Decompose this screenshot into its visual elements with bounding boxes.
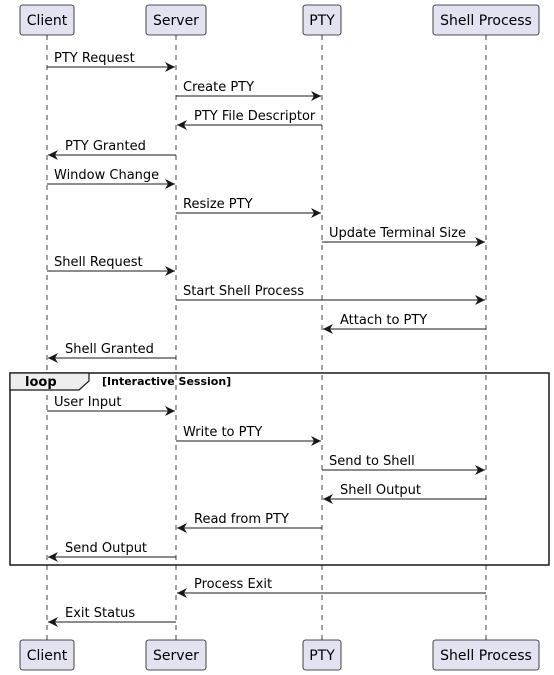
message-19: Exit Status: [48, 606, 176, 627]
participant-server-top: Server: [145, 4, 207, 36]
participant-label: Server: [153, 648, 199, 664]
participant-label: Server: [153, 13, 199, 29]
message-14: Send to Shell: [322, 454, 485, 475]
participant-client-top: Client: [19, 4, 75, 36]
message-2: Create PTY: [176, 80, 321, 101]
fragment-tab: [9, 372, 90, 391]
message-11: Shell Granted: [48, 342, 176, 363]
participant-box: [19, 639, 75, 671]
participant-box: [19, 4, 75, 36]
fragment-condition: [Interactive Session]: [102, 375, 231, 388]
message-1: PTY Request: [47, 51, 175, 72]
message-label: PTY Granted: [65, 139, 146, 154]
message-label: Send Output: [65, 541, 147, 556]
message-label: Update Terminal Size: [329, 226, 466, 241]
loop-fragment: loop [Interactive Session]: [9, 372, 550, 566]
message-3: PTY File Descriptor: [177, 109, 322, 130]
fragment-frame: [9, 372, 550, 566]
participant-box: [302, 4, 342, 36]
message-label: Write to PTY: [183, 425, 262, 440]
message-13: Write to PTY: [176, 425, 321, 446]
message-15: Shell Output: [323, 483, 486, 504]
message-label: Shell Output: [340, 483, 421, 498]
message-16: Read from PTY: [177, 512, 322, 533]
message-label: Shell Granted: [65, 342, 154, 357]
message-9: Start Shell Process: [176, 284, 485, 305]
participant-label: Shell Process: [440, 13, 532, 29]
participant-label: PTY: [309, 13, 335, 29]
participant-server-bottom: Server: [145, 639, 207, 671]
message-label: PTY File Descriptor: [194, 109, 316, 124]
message-10: Attach to PTY: [323, 313, 486, 334]
message-label: Shell Request: [54, 255, 143, 270]
message-label: Start Shell Process: [183, 284, 304, 299]
message-label: User Input: [54, 395, 121, 410]
message-label: Send to Shell: [329, 454, 415, 469]
message-label: Window Change: [54, 168, 159, 183]
participant-box: [145, 639, 207, 671]
fragment-keyword: loop: [25, 375, 57, 390]
participant-box: [145, 4, 207, 36]
participant-shell-top: Shell Process: [432, 4, 540, 36]
message-label: Attach to PTY: [340, 313, 427, 328]
message-label: Exit Status: [65, 606, 135, 621]
participant-box: [302, 639, 342, 671]
message-label: PTY Request: [54, 51, 135, 66]
participant-pty-bottom: PTY: [302, 639, 342, 671]
message-5: Window Change: [47, 168, 175, 189]
message-17: Send Output: [48, 541, 176, 562]
participant-label: Client: [27, 13, 68, 29]
participant-label: Shell Process: [440, 648, 532, 664]
message-7: Update Terminal Size: [322, 226, 485, 247]
message-label: Create PTY: [183, 80, 254, 95]
participant-client-bottom: Client: [19, 639, 75, 671]
participant-label: Client: [27, 648, 68, 664]
participant-label: PTY: [309, 648, 335, 664]
message-4: PTY Granted: [48, 139, 176, 160]
message-6: Resize PTY: [176, 197, 321, 218]
participant-box: [432, 639, 540, 671]
message-label: Read from PTY: [194, 512, 289, 527]
message-12: User Input: [47, 395, 175, 416]
message-8: Shell Request: [47, 255, 175, 276]
message-label: Process Exit: [194, 577, 272, 592]
participant-box: [432, 4, 540, 36]
participant-shell-bottom: Shell Process: [432, 639, 540, 671]
lifelines: [46, 35, 487, 640]
participant-pty-top: PTY: [302, 4, 342, 36]
message-18: Process Exit: [177, 577, 486, 598]
message-label: Resize PTY: [183, 197, 253, 212]
